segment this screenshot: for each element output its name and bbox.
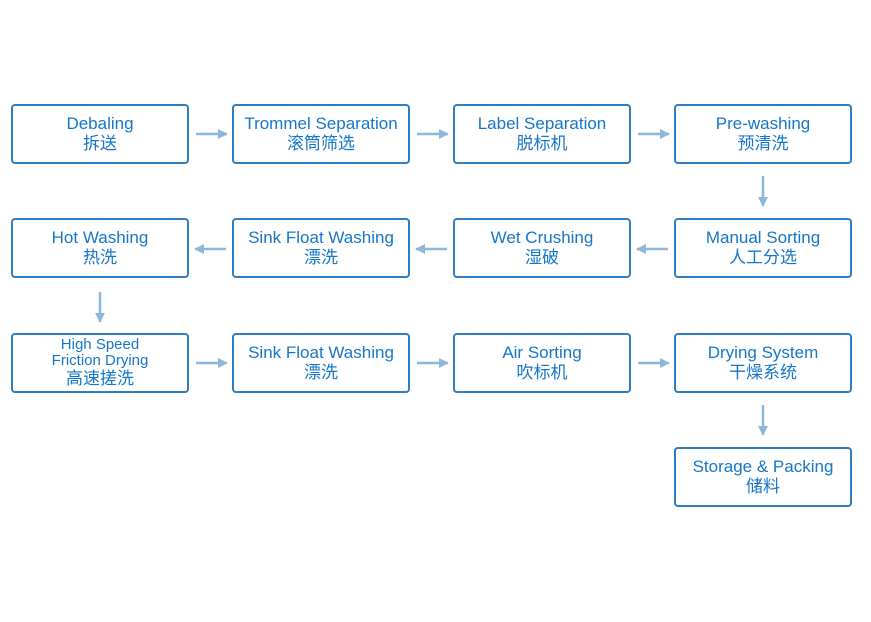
step-label-en-line2: Friction Drying: [51, 351, 149, 369]
step-pre-washing: Pre-washing 预清洗: [674, 104, 852, 164]
step-label-en: Trommel Separation: [244, 113, 398, 133]
step-label-zh: 预清洗: [737, 133, 789, 154]
step-label-en: Air Sorting: [502, 342, 582, 362]
step-manual-sorting: Manual Sorting 人工分选: [674, 218, 852, 278]
step-label-zh: 储料: [746, 476, 780, 497]
step-label-zh: 漂洗: [304, 362, 338, 383]
step-trommel-separation: Trommel Separation 滚筒筛选: [232, 104, 410, 164]
step-label-en: Drying System: [707, 342, 819, 362]
step-label-zh: 漂洗: [304, 247, 338, 268]
step-label-separation: Label Separation 脱标机: [453, 104, 631, 164]
step-label-zh: 干燥系统: [729, 362, 797, 383]
step-label-en: Pre-washing: [715, 113, 811, 133]
step-label-en: Manual Sorting: [705, 227, 821, 247]
step-label-en: Sink Float Washing: [248, 342, 394, 362]
step-label-zh: 热洗: [83, 247, 117, 268]
step-label-zh: 湿破: [525, 247, 559, 268]
step-label-zh: 脱标机: [516, 133, 568, 154]
step-debaling: Debaling 拆送: [11, 104, 189, 164]
step-label-zh: 拆送: [83, 133, 117, 154]
step-drying-system: Drying System 干燥系统: [674, 333, 852, 393]
step-label-en: Label Separation: [477, 113, 607, 133]
step-air-sorting: Air Sorting 吹标机: [453, 333, 631, 393]
step-label-en-line1: High Speed: [60, 335, 140, 353]
step-label-zh: 吹标机: [516, 362, 568, 383]
step-label-en: Storage & Packing: [692, 456, 834, 476]
step-label-en: Sink Float Washing: [248, 227, 394, 247]
step-sink-float-washing-2: Sink Float Washing 漂洗: [232, 333, 410, 393]
step-label-en: Debaling: [66, 113, 134, 133]
step-label-zh: 滚筒筛选: [287, 133, 355, 154]
step-storage-packing: Storage & Packing 储料: [674, 447, 852, 507]
step-label-zh: 高速搓洗: [66, 368, 134, 389]
step-wet-crushing: Wet Crushing 湿破: [453, 218, 631, 278]
step-label-en: Wet Crushing: [490, 227, 594, 247]
step-hot-washing: Hot Washing 热洗: [11, 218, 189, 278]
step-sink-float-washing-1: Sink Float Washing 漂洗: [232, 218, 410, 278]
step-high-speed-friction-drying: High Speed Friction Drying 高速搓洗: [11, 333, 189, 393]
step-label-zh: 人工分选: [729, 247, 797, 268]
step-label-en: Hot Washing: [51, 227, 149, 247]
